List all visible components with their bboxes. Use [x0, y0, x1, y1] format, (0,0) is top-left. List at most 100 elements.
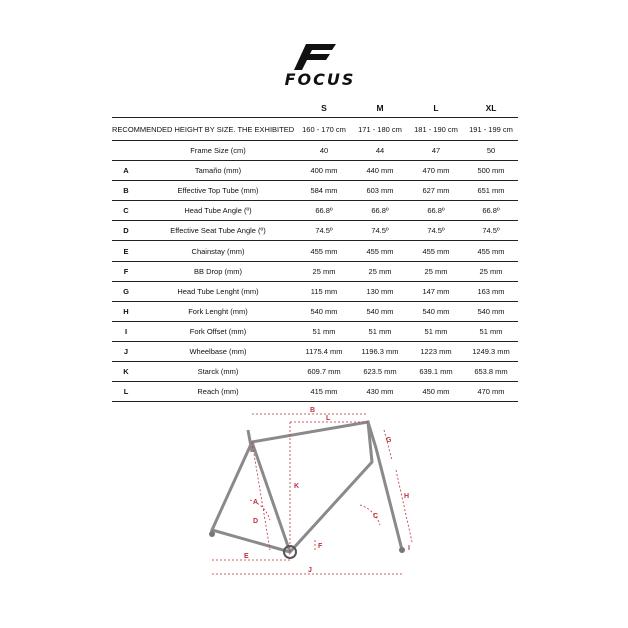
row-value: 115 mm [296, 281, 352, 302]
row-value: 400 mm [296, 160, 352, 182]
recommended-height: 181 - 190 cm [408, 117, 464, 141]
size-header: L [433, 103, 439, 113]
size-header: S [321, 103, 327, 113]
row-letter: K [112, 361, 140, 383]
row-value: 455 mm [464, 240, 518, 262]
row-label: Chainstay (mm) [140, 240, 296, 262]
row-label: Wheelbase (mm) [140, 341, 296, 363]
recommended-height-note: RECOMMENDED HEIGHT BY SIZE. THE EXHIBITE… [112, 117, 296, 141]
row-value: 130 mm [352, 281, 408, 302]
dim-label: G [386, 437, 392, 444]
row-value: 44 [352, 140, 408, 162]
dim-label: F [318, 543, 323, 550]
row-value: 66.8º [408, 200, 464, 222]
row-letter: A [112, 160, 140, 182]
row-letter: H [112, 301, 140, 322]
dim-label: J [308, 567, 312, 574]
bike-frame-drawing: B L G H C K A D E F J I [209, 407, 413, 575]
row-value: 651 mm [464, 180, 518, 202]
row-label: Starck (mm) [140, 361, 296, 383]
row-value: 51 mm [464, 321, 518, 342]
row-value: 627 mm [408, 180, 464, 202]
size-header: XL [485, 103, 497, 113]
row-value: 40 [296, 140, 352, 162]
size-header-row: S M L XL [112, 99, 518, 118]
row-value: 540 mm [352, 301, 408, 322]
row-value: 470 mm [408, 160, 464, 182]
row-letter: C [112, 200, 140, 222]
dim-label: H [404, 493, 409, 500]
row-value: 51 mm [296, 321, 352, 342]
row-label: Reach (mm) [140, 381, 296, 403]
dim-label: A [253, 499, 258, 506]
frame-geometry-diagram: B L G H C K A D E F J I [190, 400, 440, 590]
focus-logo [270, 40, 370, 90]
row-value: 540 mm [296, 301, 352, 322]
row-value: 1249.3 mm [464, 341, 518, 363]
row-value: 74.5º [408, 220, 464, 242]
row-value: 25 mm [408, 261, 464, 282]
dim-label: K [294, 483, 299, 490]
row-letter: G [112, 281, 140, 302]
row-value: 74.5º [352, 220, 408, 242]
row-value: 584 mm [296, 180, 352, 202]
row-value: 455 mm [352, 240, 408, 262]
row-value: 540 mm [408, 301, 464, 322]
row-letter [112, 140, 140, 162]
row-value: 147 mm [408, 281, 464, 302]
dim-label: C [373, 513, 378, 520]
row-label: Fork Offset (mm) [140, 321, 296, 342]
rear-axle-icon [209, 531, 215, 537]
dim-label: L [326, 415, 331, 422]
recommended-height: 191 - 199 cm [464, 117, 518, 141]
geometry-table: S M L XL RECOMMENDED HEIGHT BY SIZE. THE… [112, 99, 518, 403]
dim-label: E [244, 553, 249, 560]
brand-wordmark: FOCUS [284, 70, 356, 89]
row-value: 653.8 mm [464, 361, 518, 383]
row-value: 51 mm [352, 321, 408, 342]
dim-label: D [253, 518, 258, 525]
row-letter: L [112, 381, 140, 403]
row-value: 430 mm [352, 381, 408, 403]
row-label: Effective Top Tube (mm) [140, 180, 296, 202]
row-value: 623.5 mm [352, 361, 408, 383]
row-value: 603 mm [352, 180, 408, 202]
recommended-height: 171 - 180 cm [352, 117, 408, 141]
row-value: 609.7 mm [296, 361, 352, 383]
row-value: 51 mm [408, 321, 464, 342]
row-label: Frame Size (cm) [140, 140, 296, 162]
row-value: 163 mm [464, 281, 518, 302]
row-value: 1175.4 mm [296, 341, 352, 363]
row-letter: J [112, 341, 140, 363]
row-value: 25 mm [352, 261, 408, 282]
row-value: 74.5º [296, 220, 352, 242]
dim-label: B [310, 407, 315, 414]
recommended-height-row: RECOMMENDED HEIGHT BY SIZE. THE EXHIBITE… [112, 117, 518, 141]
row-value: 415 mm [296, 381, 352, 403]
row-value: 50 [464, 140, 518, 162]
row-value: 455 mm [296, 240, 352, 262]
row-letter: F [112, 261, 140, 282]
row-value: 440 mm [352, 160, 408, 182]
row-letter: B [112, 180, 140, 202]
row-label: BB Drop (mm) [140, 261, 296, 282]
dimension-lines [212, 413, 413, 575]
row-value: 540 mm [464, 301, 518, 322]
row-value: 66.8º [464, 200, 518, 222]
row-value: 639.1 mm [408, 361, 464, 383]
row-letter: I [112, 321, 140, 342]
row-label: Head Tube Angle (º) [140, 200, 296, 222]
row-value: 47 [408, 140, 464, 162]
size-header: M [376, 103, 384, 113]
